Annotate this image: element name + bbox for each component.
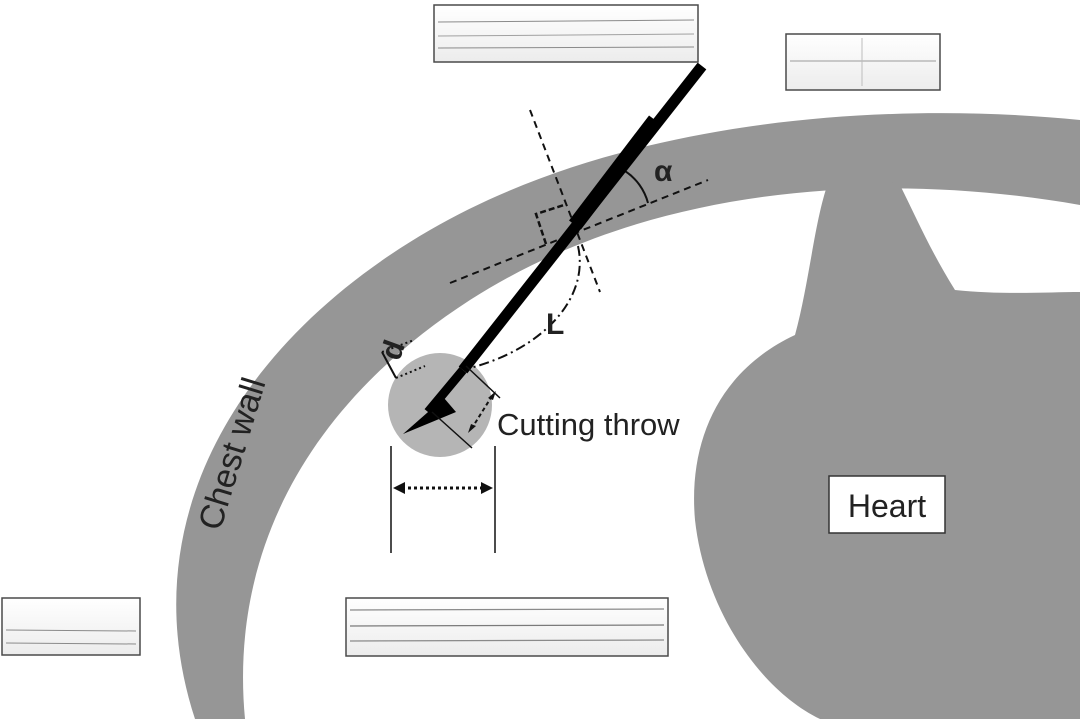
width-dimension: [390, 446, 496, 553]
heart-label-box: [828, 475, 946, 534]
cutting-throw-label: Cutting throw: [497, 407, 680, 442]
striped-bar-bottom: [345, 597, 669, 657]
instrument-shaft-thick: [569, 115, 661, 230]
alpha-symbol: α: [654, 155, 673, 188]
length-l-symbol: L: [546, 308, 564, 341]
instrument-neck: [424, 367, 467, 415]
instrument-tip: [403, 398, 456, 434]
tangent-dashed-line: [449, 179, 709, 284]
striped-bar-top-right: [785, 33, 941, 91]
heart-shape: [694, 174, 1080, 719]
striped-bar-bottom-left: [1, 597, 141, 656]
alpha-angle-arc: [624, 170, 649, 204]
right-angle-marker: [534, 203, 565, 245]
d-dimension-marker: [381, 339, 426, 379]
cutting-throw-dimension: [431, 365, 501, 449]
heart-label: Heart: [848, 488, 926, 524]
chest-wall-band: [176, 113, 1080, 719]
striped-bar-top: [433, 4, 699, 63]
length-l-arc: [469, 245, 581, 369]
normal-dashed-line: [529, 109, 601, 293]
